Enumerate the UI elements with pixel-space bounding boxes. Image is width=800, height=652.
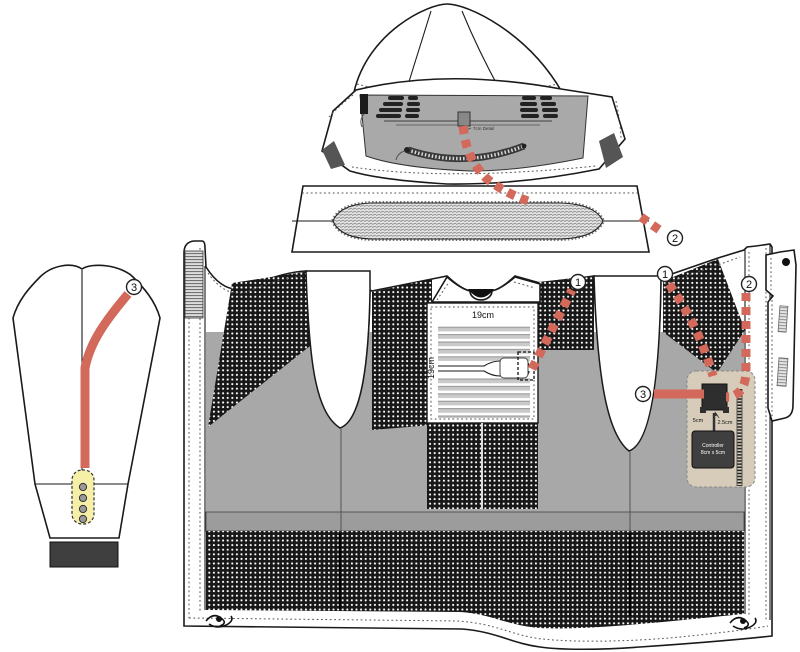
- body-piece: 19cm 19cm: [183, 240, 797, 651]
- hood-wire-connector: [457, 111, 471, 127]
- drawcord-toggle-left: [205, 614, 233, 628]
- controller-box: [691, 430, 735, 469]
- body-seams: [340, 429, 631, 512]
- left-placket-rib: [184, 250, 204, 319]
- svg-text:3: 3: [640, 389, 646, 401]
- controller-pocket: 5cm 2.5cm Controller 8cm x 5cm: [686, 370, 756, 488]
- placket-down-cable: [726, 293, 751, 402]
- cable-junction-box: [701, 383, 728, 411]
- svg-text:2: 2: [746, 279, 752, 291]
- pocket-zipper: [736, 389, 743, 486]
- armhole-left: [305, 270, 371, 429]
- hood-piece: 7cm Detail: [321, 3, 626, 185]
- sleeve-cable: [80, 291, 132, 468]
- hood-brim-cap-left: [322, 141, 345, 169]
- left-placket: [184, 248, 206, 612]
- hood-vent-slats-right: [520, 96, 558, 118]
- hem-band-seams: [338, 533, 632, 616]
- cable-routes: [458, 125, 751, 402]
- callout-2-collar: 2: [666, 229, 684, 247]
- flap-tape-mark-bottom: [776, 357, 789, 387]
- callout-2-placket: 2: [740, 275, 758, 293]
- collar-exit-cable: [638, 213, 667, 237]
- waist-band: [205, 511, 745, 532]
- mesh-back-left-band: [372, 279, 432, 430]
- panel-height-label: 19cm: [426, 357, 436, 379]
- dim-5cm-label: 5cm: [693, 418, 704, 424]
- dim-2-5cm-label: 2.5cm: [718, 420, 733, 426]
- drawcord-toggle-right: [729, 616, 757, 630]
- mesh-left-front-shoulder: [208, 271, 310, 427]
- hood-brim-stitch: [328, 94, 622, 175]
- chest-heating-panel: 19cm 19cm: [426, 302, 539, 424]
- mesh-right-front-shoulder: [663, 259, 745, 373]
- hood-detail-note: 7cm Detail: [473, 126, 494, 131]
- svg-text:1: 1: [575, 277, 581, 289]
- hem-stitch: [188, 256, 769, 642]
- right-shoulder-cable: [665, 281, 718, 378]
- chest-panel-cable: [527, 287, 577, 372]
- heater-tongue-tip: [499, 357, 529, 379]
- sleeve-piece: [12, 264, 161, 568]
- back-yoke: [430, 275, 541, 303]
- hang-loop-icon: [468, 289, 494, 298]
- controller-label-2: 8cm x 5cm: [701, 450, 725, 456]
- hood-zipper-pull-icon: [404, 147, 410, 153]
- callout-1-right-shoulder: 1: [656, 265, 674, 283]
- armhole-right: [593, 275, 662, 452]
- callout-3-junction: 3: [634, 385, 652, 403]
- svg-text:3: 3: [131, 282, 137, 294]
- neckline-stitch: [207, 256, 741, 294]
- dim-arrowhead-icon: [713, 412, 718, 417]
- back-yoke-stitch: [436, 281, 536, 301]
- hood-dome: [352, 3, 564, 93]
- flap-tape-mark-top: [777, 305, 789, 333]
- callout-3-sleeve: 3: [125, 278, 143, 296]
- callout-1-left-chest: 1: [569, 273, 587, 291]
- collar-mesh-lens: [332, 202, 604, 240]
- hood-zipper-stop-icon: [521, 143, 527, 149]
- hood-to-collar-cable: [458, 125, 530, 206]
- snap-button-icon: [782, 258, 790, 266]
- controller-label-1: Controller: [702, 443, 724, 449]
- hood-zip-tab-pull: [360, 113, 365, 128]
- hood-zipper: [395, 142, 527, 163]
- hood-zip-tab: [360, 94, 368, 114]
- sleeve-connector: [71, 469, 95, 525]
- collar-piece: [291, 185, 650, 253]
- storm-flap: [765, 249, 797, 422]
- sleeve-cuff: [49, 541, 119, 568]
- svg-text:2: 2: [672, 233, 678, 245]
- panel-width-label: 19cm: [472, 310, 494, 320]
- hood-brim-cap-right: [599, 133, 623, 168]
- hood-vent-slats-left: [376, 96, 420, 118]
- svg-text:1: 1: [662, 269, 668, 281]
